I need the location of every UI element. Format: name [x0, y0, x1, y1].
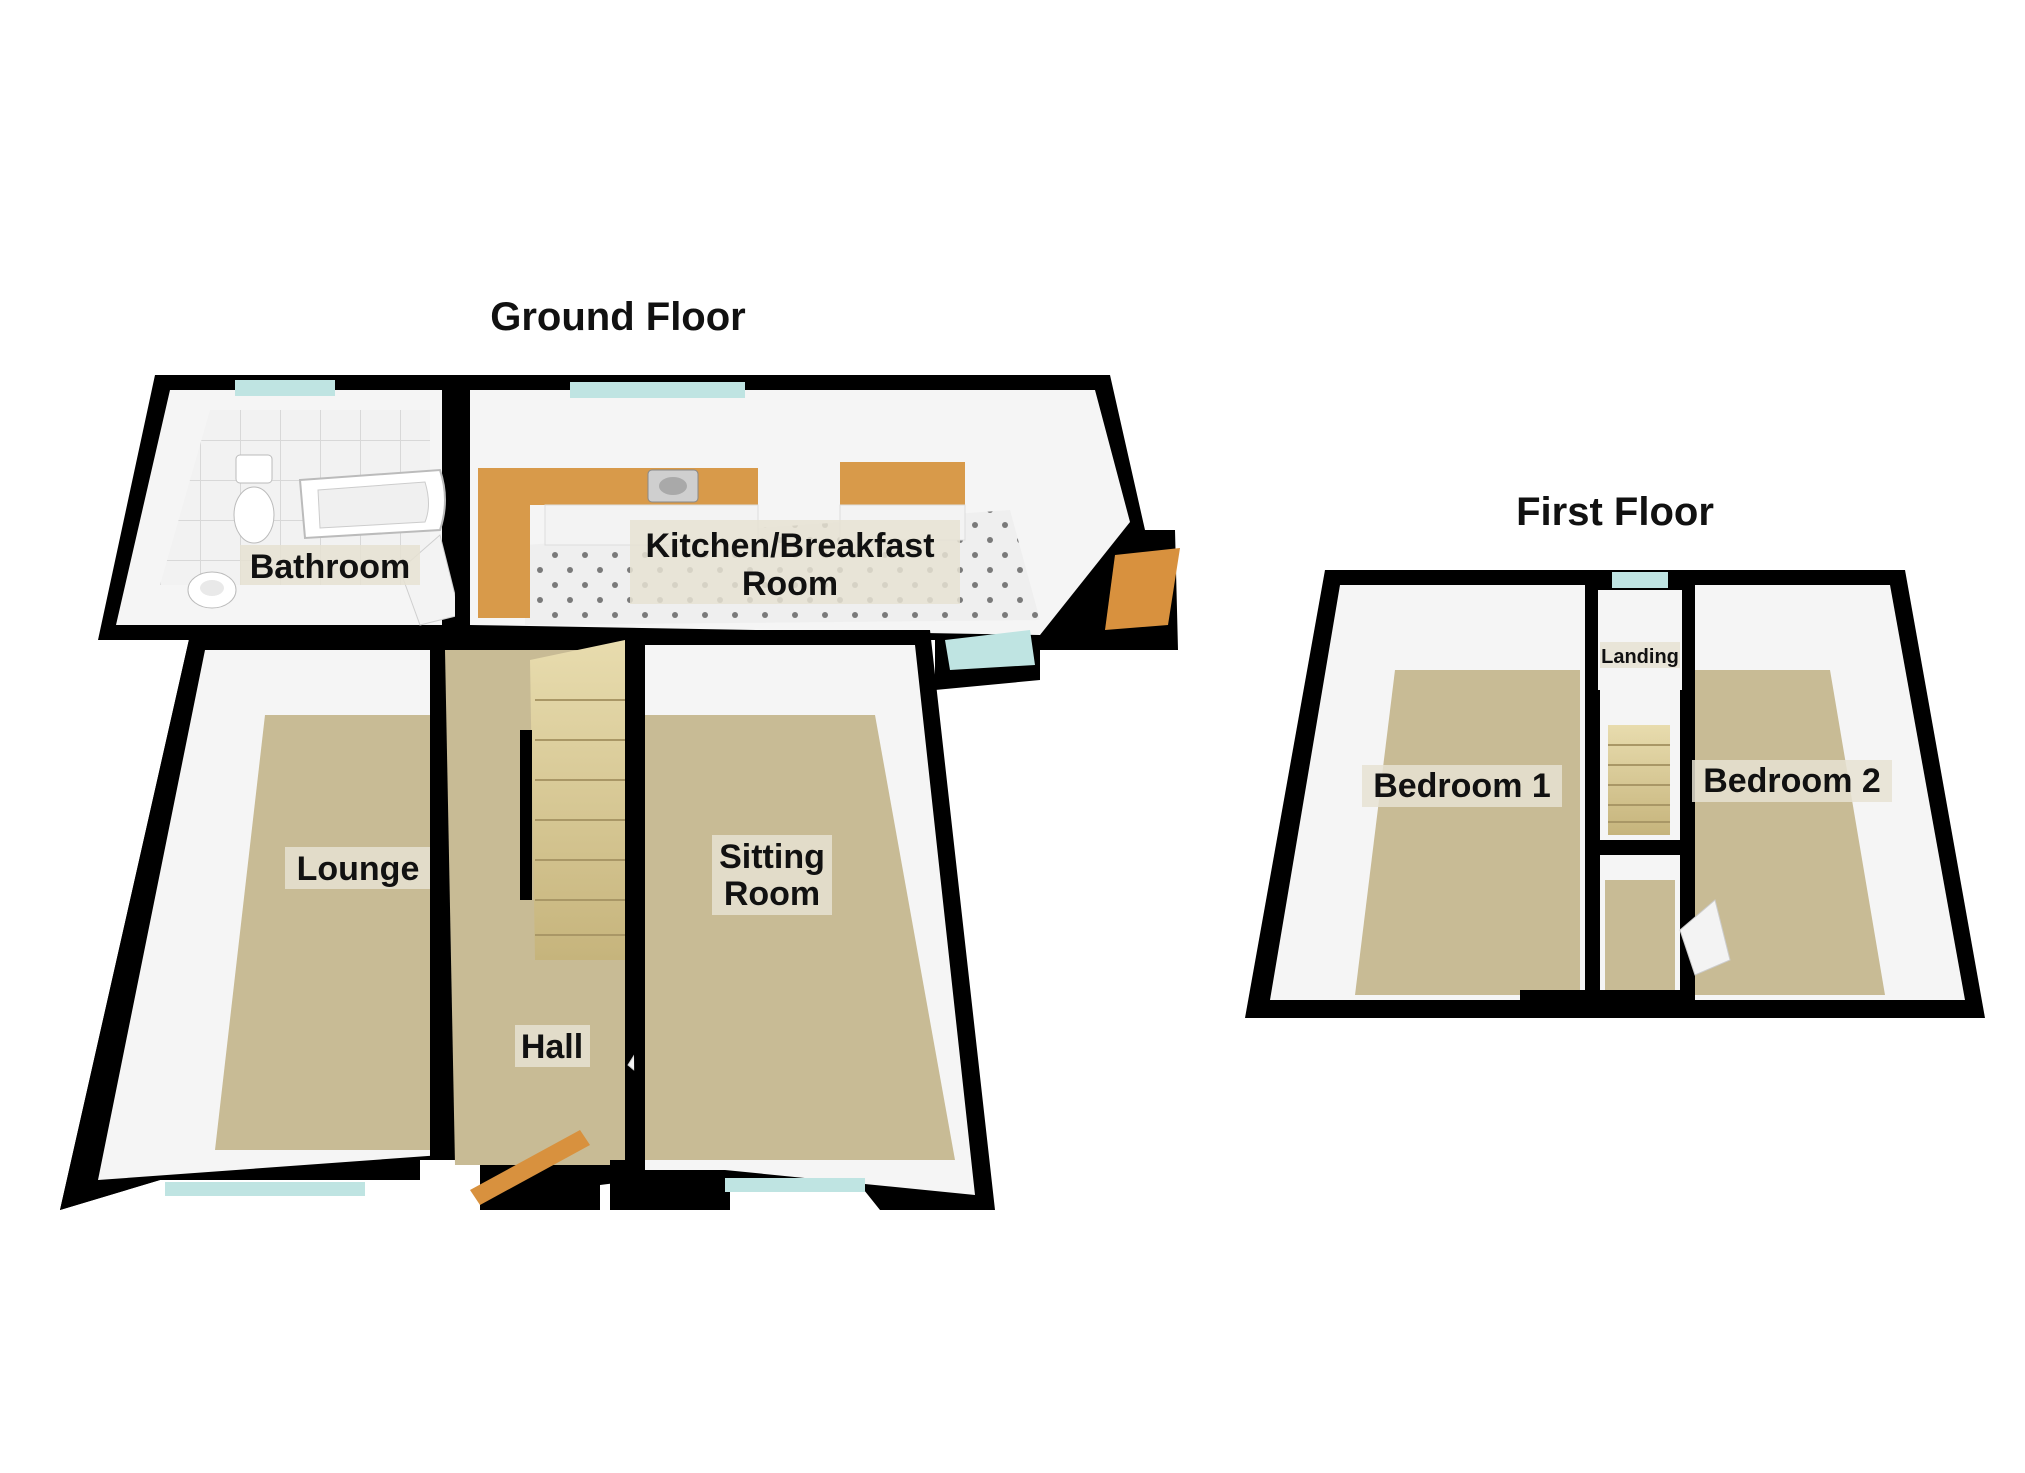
kitchen-label-line1: Kitchen/Breakfast: [645, 527, 934, 565]
bedroom-1-label: Bedroom 1: [1373, 767, 1551, 805]
hall-label: Hall: [521, 1028, 583, 1066]
staircase-icon: [520, 640, 637, 960]
toilet-icon: [233, 454, 275, 544]
first-floor-staircase-icon: [1608, 725, 1670, 835]
sitting-room-label-line2: Room: [724, 875, 820, 913]
bathroom-room: [98, 375, 461, 640]
kitchen-label-line2: Room: [742, 565, 838, 603]
sitting-room-label-line1: Sitting: [719, 838, 825, 876]
lounge-window: [165, 1182, 365, 1196]
front-door: [470, 1130, 590, 1205]
lounge-label: Lounge: [297, 850, 420, 888]
sink-icon: [647, 469, 699, 503]
ground-floor-title: Ground Floor: [490, 295, 746, 339]
bedroom-2-door: [1679, 899, 1731, 976]
sitting-room: [610, 630, 995, 1210]
kitchen-window: [570, 382, 745, 398]
bathroom-label: Bathroom: [250, 548, 411, 586]
ground-floor: Ground Floor: [60, 295, 1180, 1210]
landing-window: [1612, 572, 1668, 588]
sitting-room-window: [725, 1178, 865, 1192]
lounge-room: [60, 635, 525, 1210]
bedroom-2-label: Bedroom 2: [1703, 762, 1881, 800]
bath-icon: [298, 468, 446, 540]
landing-label: Landing: [1601, 646, 1679, 668]
back-door: [1105, 548, 1180, 630]
first-floor-title: First Floor: [1516, 490, 1714, 534]
kitchen-bay-window: [945, 630, 1035, 670]
first-floor: First Floor: [1245, 490, 1985, 1018]
bathroom-window: [235, 380, 335, 396]
basin-icon: [187, 571, 237, 609]
